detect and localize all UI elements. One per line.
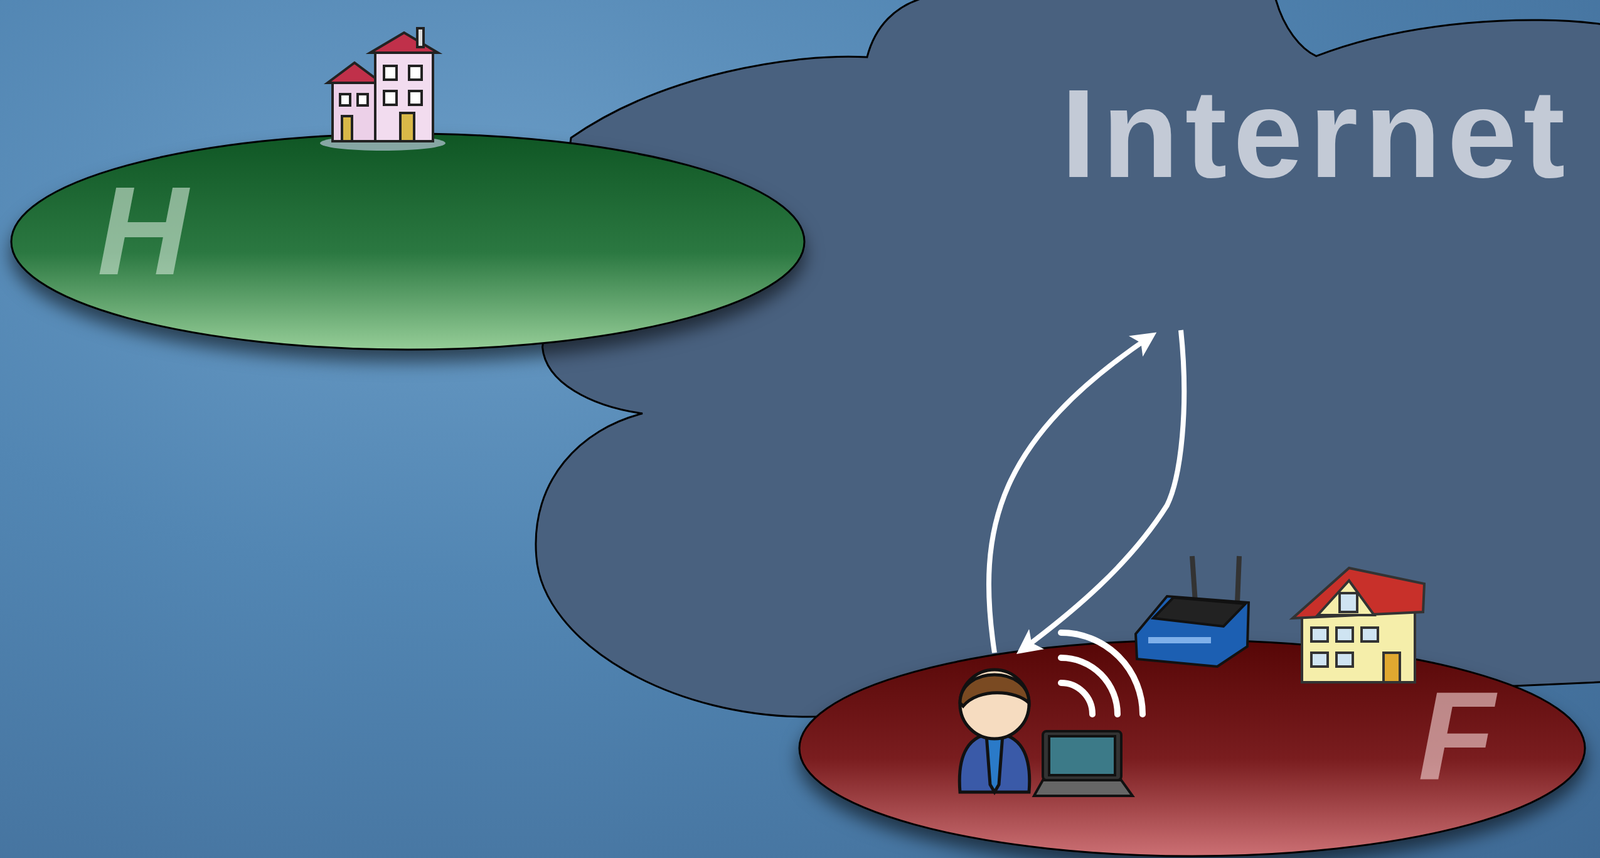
- chimney: [417, 28, 424, 48]
- laptop: [1034, 730, 1133, 796]
- network-letter: H: [97, 168, 188, 294]
- building-left-roof: [327, 62, 382, 83]
- door: [341, 116, 352, 142]
- door: [1383, 652, 1400, 683]
- window: [1311, 652, 1328, 667]
- cloud-label: Internet: [1061, 70, 1572, 197]
- building-shadow: [320, 135, 446, 151]
- network-ellipse: H: [10, 132, 806, 351]
- laptop-base: [1034, 779, 1133, 796]
- window: [1339, 592, 1358, 612]
- window: [1361, 627, 1378, 642]
- laptop-lid: [1042, 730, 1122, 780]
- user-person: [959, 669, 1030, 792]
- antenna: [1192, 555, 1196, 603]
- cloud-shape: [535, 0, 1600, 717]
- person-tie: [986, 734, 1003, 792]
- returning-arrow: [1021, 330, 1184, 651]
- person-hair: [960, 674, 1030, 706]
- network-letter: F: [1418, 673, 1495, 799]
- building-right: [375, 50, 433, 142]
- network-ellipse: F: [798, 638, 1587, 858]
- window: [1336, 652, 1353, 667]
- internet-cloud: Internet: [530, 0, 1600, 722]
- window: [384, 65, 397, 80]
- house-gable: [1317, 580, 1375, 615]
- building-right-roof: [370, 32, 438, 53]
- outgoing-arrow: [988, 335, 1152, 653]
- laptop-screen: [1049, 736, 1115, 775]
- window: [384, 90, 397, 105]
- window: [1336, 627, 1353, 642]
- router-body: [1135, 596, 1249, 667]
- wifi-waves: [1061, 632, 1143, 715]
- wifi-router: [1135, 555, 1249, 667]
- antenna: [1237, 555, 1240, 603]
- person-body: [959, 732, 1030, 792]
- window: [409, 65, 422, 80]
- office-building: [320, 28, 446, 151]
- house: [1292, 567, 1425, 683]
- house-wall: [1301, 611, 1415, 683]
- ellipse-shape: [11, 133, 805, 350]
- house-roof: [1292, 567, 1425, 619]
- window: [409, 90, 422, 105]
- wave: [1061, 632, 1143, 715]
- door: [400, 112, 415, 142]
- router-top: [1153, 597, 1246, 627]
- building-left: [332, 81, 377, 142]
- wave: [1061, 657, 1118, 715]
- router-lights: [1148, 636, 1211, 644]
- window: [1311, 627, 1328, 642]
- ellipse-shape: [799, 640, 1585, 856]
- person-head: [960, 669, 1030, 739]
- window: [340, 94, 351, 106]
- wave: [1061, 682, 1093, 715]
- window: [357, 94, 368, 106]
